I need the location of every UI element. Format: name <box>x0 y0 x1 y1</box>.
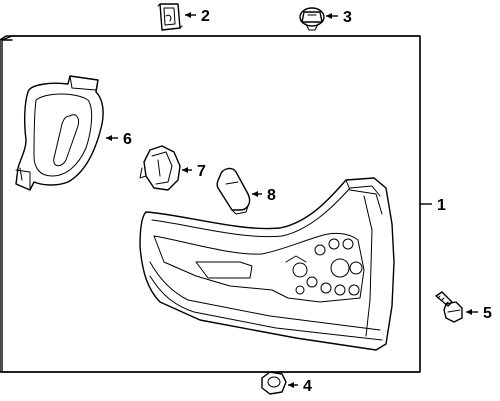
bulb-socket-part <box>139 145 181 191</box>
tail-lamp-assembly-part <box>139 177 395 351</box>
bolt-part <box>435 291 463 323</box>
callout-5-arrow <box>466 309 472 315</box>
callout-6-label: 6 <box>123 131 132 148</box>
callout-3-label: 3 <box>343 9 352 26</box>
callout-7-label: 7 <box>197 163 206 180</box>
clip-part <box>157 3 183 31</box>
callout-8-label: 8 <box>267 187 276 204</box>
callout-4-arrow <box>288 382 294 388</box>
callout-7-arrow <box>182 167 188 173</box>
gasket-part <box>15 75 104 191</box>
bulb-part <box>216 167 251 215</box>
callout-5-label: 5 <box>483 305 492 322</box>
callout-6-arrow <box>106 135 112 141</box>
callout-2-label: 2 <box>201 8 210 25</box>
callout-8-arrow <box>252 191 258 197</box>
callout-3-arrow <box>326 13 332 19</box>
callout-1-label: 1 <box>437 197 446 214</box>
grommet-part <box>299 7 325 31</box>
nut-part <box>261 371 287 395</box>
callout-4-label: 4 <box>303 378 312 395</box>
callout-2-arrow <box>185 12 191 18</box>
